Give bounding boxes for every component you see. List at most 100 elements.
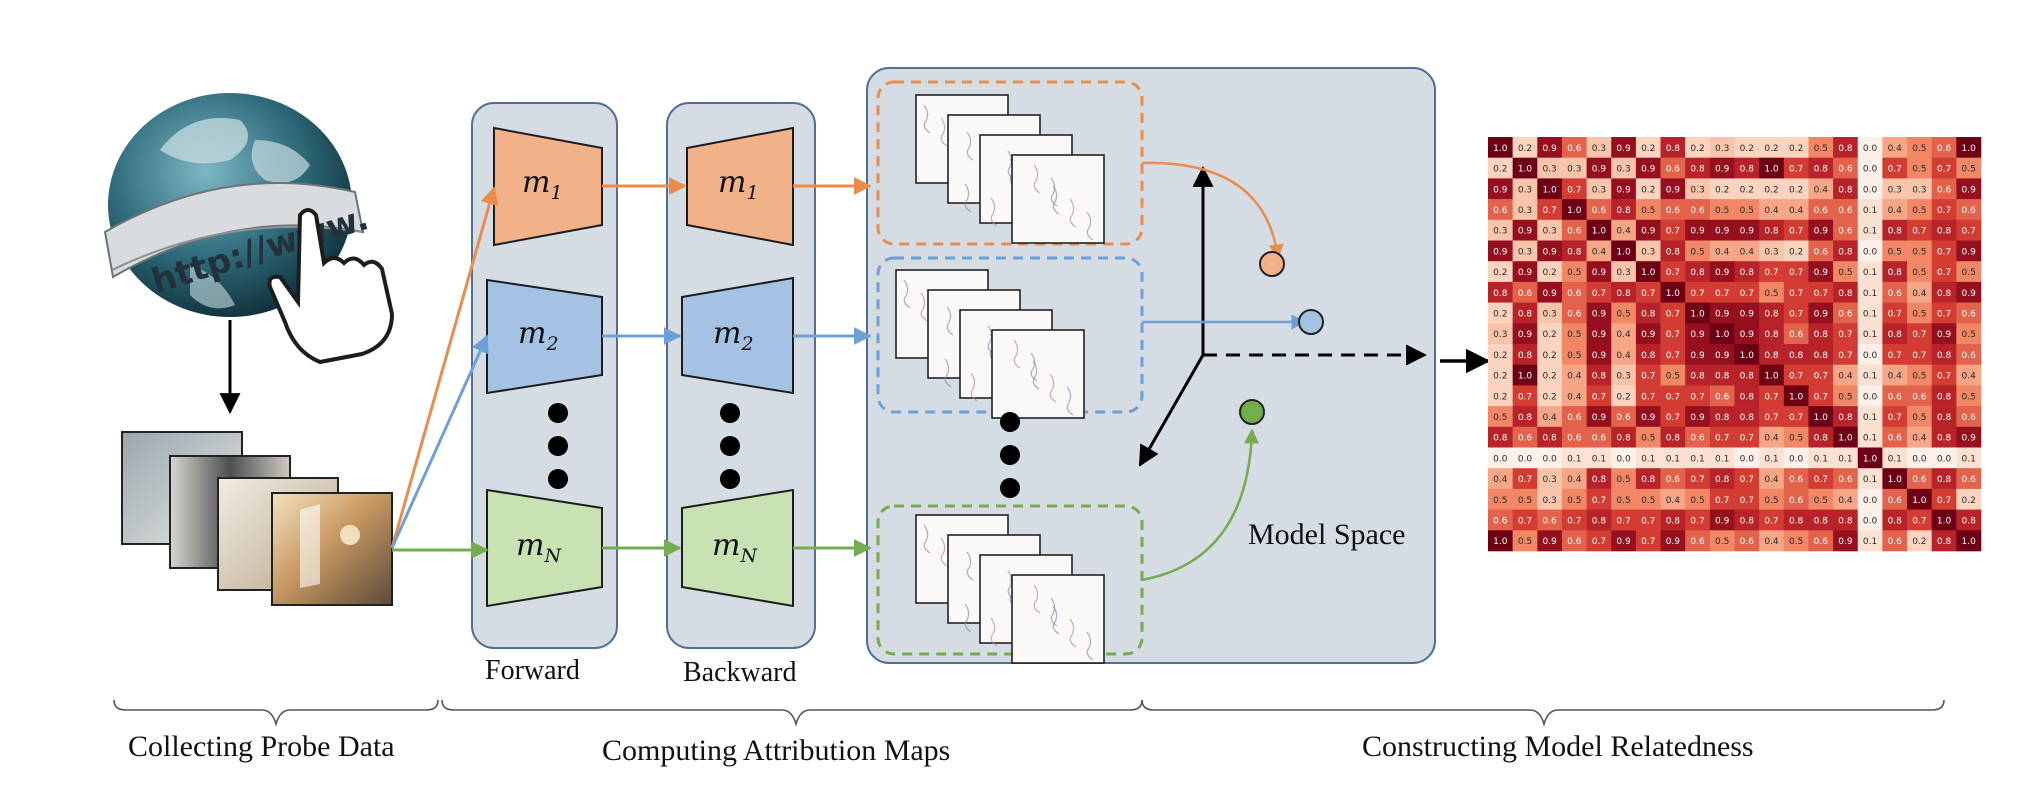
heatmap-cell	[1512, 364, 1538, 386]
heatmap-cell	[1759, 219, 1785, 241]
heatmap-cell-label: 0.1	[1863, 330, 1877, 340]
heatmap-cell-label: 1.0	[1493, 537, 1508, 547]
heatmap-cell-label: 0.5	[1962, 392, 1976, 402]
heatmap-cell-label: 0.4	[1567, 372, 1582, 382]
bmodel-n-base: m	[712, 528, 741, 563]
heatmap-cell-label: 0.5	[1715, 206, 1729, 216]
heatmap-cell	[1833, 509, 1859, 531]
heatmap-cell-label: 0.7	[1666, 309, 1680, 319]
heatmap-cell-label: 0.8	[1518, 413, 1533, 423]
heatmap-cell-label: 0.6	[1814, 206, 1829, 216]
heatmap-cell-label: 0.8	[1715, 372, 1730, 382]
heatmap-cell	[1783, 447, 1809, 469]
heatmap-cell	[1956, 281, 1982, 303]
heatmap-cell	[1709, 199, 1735, 221]
heatmap-cell	[1907, 199, 1932, 221]
heatmap-cell	[1808, 240, 1834, 262]
heatmap-cell-label: 0.0	[1863, 351, 1878, 361]
heatmap-cell	[1512, 344, 1538, 365]
heatmap-cell-label: 0.1	[1962, 454, 1976, 464]
heatmap-cell-label: 0.5	[1912, 247, 1926, 257]
heatmap-cell	[1956, 426, 1982, 448]
heatmap-cell	[1512, 281, 1538, 303]
heatmap-cell-label: 0.5	[1962, 268, 1976, 278]
heatmap-cell	[1882, 530, 1908, 552]
heatmap-cell-label: 1.0	[1863, 454, 1878, 464]
heatmap-cell-label: 0.1	[1863, 537, 1877, 547]
heatmap-cell	[1635, 240, 1661, 262]
heatmap-cell-label: 0.5	[1838, 392, 1852, 402]
heatmap-cell	[1537, 302, 1563, 324]
heatmap-cell-label: 0.9	[1616, 537, 1631, 547]
heatmap-cell	[1611, 426, 1637, 448]
heatmap-cell-label: 0.8	[1740, 392, 1755, 402]
heatmap-cell	[1808, 302, 1834, 324]
heatmap-cell	[1907, 137, 1932, 158]
heatmap-cell-label: 0.3	[1888, 185, 1902, 195]
heatmap-cell	[1537, 240, 1563, 262]
heatmap-cell-label: 0.9	[1616, 185, 1631, 195]
embedding-point-n	[1239, 399, 1265, 425]
heatmap-cell-label: 0.1	[1863, 309, 1877, 319]
heatmap-cell	[1931, 178, 1957, 200]
heatmap-cell	[1635, 385, 1661, 407]
heatmap-cell	[1635, 488, 1661, 510]
heatmap-cell	[1709, 447, 1735, 469]
heatmap-cell	[1512, 426, 1538, 448]
heatmap-cell	[1931, 426, 1957, 448]
heatmap-cell-label: 0.6	[1789, 496, 1804, 506]
heatmap-cell	[1660, 240, 1686, 262]
heatmap-cell-label: 0.7	[1937, 165, 1951, 175]
heatmap-cell	[1882, 364, 1908, 386]
heatmap-cell	[1488, 137, 1513, 158]
heatmap-cell	[1709, 406, 1735, 428]
heatmap-cell	[1685, 344, 1711, 365]
heatmap-cell-label: 0.8	[1764, 309, 1779, 319]
heatmap-cell-label: 0.2	[1641, 144, 1655, 154]
heatmap-cell	[1561, 447, 1587, 469]
heatmap-cell	[1635, 302, 1661, 324]
heatmap-cell	[1759, 385, 1785, 407]
heatmap-cell	[1512, 406, 1538, 428]
heatmap-cell	[1808, 219, 1834, 241]
heatmap-cell	[1660, 530, 1686, 552]
heatmap-cell-label: 0.7	[1937, 372, 1951, 382]
heatmap-cell	[1512, 530, 1538, 552]
heatmap-cell-label: 0.7	[1641, 516, 1655, 526]
heatmap-cell	[1759, 281, 1785, 303]
heatmap-cell	[1660, 157, 1686, 179]
heatmap-cell-label: 0.0	[1493, 454, 1508, 464]
heatmap-cell-label: 0.7	[1814, 475, 1828, 485]
heatmap-cell	[1586, 344, 1612, 365]
caption-constructing: Constructing Model Relatedness	[1362, 730, 1754, 763]
heatmap-cell-label: 0.0	[1616, 454, 1631, 464]
heatmap-cell-label: 1.0	[1962, 537, 1977, 547]
heatmap-cell	[1833, 199, 1859, 221]
heatmap-cell-label: 0.4	[1666, 496, 1681, 506]
heatmap-cell-label: 0.3	[1518, 206, 1532, 216]
heatmap-cell-label: 1.0	[1567, 206, 1582, 216]
heatmap-cell	[1956, 364, 1982, 386]
heatmap-cell	[1931, 468, 1957, 490]
heatmap-cell-label: 0.2	[1641, 185, 1655, 195]
heatmap-cell	[1561, 468, 1587, 490]
heatmap-cell-label: 0.2	[1690, 144, 1704, 154]
heatmap-cell-label: 0.8	[1814, 516, 1829, 526]
heatmap-cell-label: 0.1	[1863, 289, 1877, 299]
heatmap-cell-label: 0.8	[1740, 372, 1755, 382]
heatmap-cell-label: 0.7	[1764, 268, 1778, 278]
heatmap-cell	[1907, 426, 1932, 448]
heatmap-cell	[1907, 323, 1932, 345]
heatmap-cell-label: 0.7	[1740, 475, 1754, 485]
heatmap-cell	[1635, 426, 1661, 448]
heatmap-cell	[1882, 447, 1908, 469]
heatmap-cell	[1808, 137, 1834, 158]
heatmap-cell	[1709, 261, 1735, 283]
heatmap-cell-label: 0.0	[1863, 516, 1878, 526]
backward-model-n-label: mN	[712, 528, 757, 567]
heatmap-cell	[1586, 219, 1612, 241]
heatmap-cell	[1833, 447, 1859, 469]
heatmap-cell-label: 0.8	[1641, 309, 1656, 319]
heatmap-cell-label: 0.8	[1690, 372, 1705, 382]
heatmap-cell-label: 0.6	[1937, 185, 1952, 195]
